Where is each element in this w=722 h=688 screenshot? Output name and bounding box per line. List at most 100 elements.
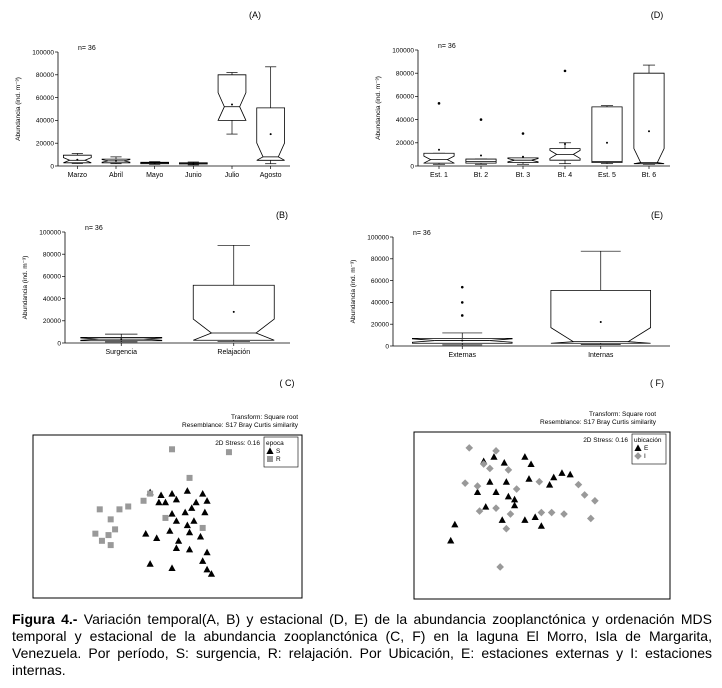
figure-4-charts: (A)n= 36020000400006000080000100000Abund… xyxy=(15,10,671,600)
mean-point xyxy=(231,103,233,106)
data-point-s xyxy=(199,557,207,564)
y-tick-label: 20000 xyxy=(396,140,414,147)
box-body xyxy=(217,74,247,121)
y-tick-label: 20000 xyxy=(43,318,61,325)
boxplot-panel-a: (A)n= 36020000400006000080000100000Abund… xyxy=(15,10,290,179)
data-point-r xyxy=(140,497,147,504)
mean-point xyxy=(599,321,602,324)
data-point-i xyxy=(465,444,474,452)
data-point-r xyxy=(98,537,105,544)
data-point-s xyxy=(196,532,205,540)
x-tick-label: Mayo xyxy=(146,172,163,179)
data-point-s xyxy=(181,508,189,516)
data-point-s xyxy=(168,564,176,571)
data-point-i xyxy=(486,464,494,473)
x-tick-label: Est. 1 xyxy=(430,172,448,179)
data-point-i xyxy=(492,447,500,455)
box-abril xyxy=(101,156,131,165)
stress-label: 2D Stress: 0.16 xyxy=(215,440,260,447)
data-point-s xyxy=(168,490,176,497)
data-point-i xyxy=(461,479,469,487)
y-tick-label: 60000 xyxy=(396,94,414,101)
data-point-i xyxy=(560,510,568,518)
legend-marker-i xyxy=(634,452,642,460)
y-tick-label: 80000 xyxy=(371,256,389,263)
data-point-i xyxy=(512,485,521,493)
panel-label: (E) xyxy=(651,210,663,220)
plot-frame xyxy=(413,431,671,600)
x-tick-label: Internas xyxy=(588,352,614,359)
data-point-e xyxy=(525,475,533,482)
x-tick-label: Julio xyxy=(225,172,240,179)
figure-caption-text: Variación temporal(A, B) y estacional (D… xyxy=(12,611,713,678)
box-julio xyxy=(217,72,247,135)
data-point-e xyxy=(531,513,539,520)
resemblance-label: Resemblance: S17 Bray Curtis similarity xyxy=(540,419,657,426)
box-est-5 xyxy=(591,105,623,165)
mean-point xyxy=(606,141,608,144)
data-point-s xyxy=(168,510,176,517)
legend-marker-e xyxy=(634,444,642,451)
x-tick-label: Surgencia xyxy=(105,349,137,356)
data-point-s xyxy=(153,534,161,541)
data-point-i xyxy=(535,477,544,486)
data-point-e xyxy=(502,478,510,485)
legend-label-s: S xyxy=(276,448,281,455)
data-point-s xyxy=(203,497,211,504)
legend-label-e: E xyxy=(644,445,649,452)
data-point-r xyxy=(107,516,114,523)
box-bt-6 xyxy=(633,64,665,165)
data-point-e xyxy=(527,460,535,468)
data-point-r xyxy=(116,506,123,513)
data-point-s xyxy=(207,570,216,577)
legend-title: epoca xyxy=(266,440,284,447)
legend-marker-s xyxy=(266,447,274,454)
box-est-1 xyxy=(423,102,455,165)
y-tick-label: 100000 xyxy=(367,234,389,241)
data-point-e xyxy=(546,481,554,488)
data-point-r xyxy=(107,542,114,549)
data-point-r xyxy=(96,506,103,513)
box-bt-2 xyxy=(465,118,497,165)
data-point-i xyxy=(547,508,556,517)
legend-label-i: I xyxy=(644,453,646,460)
y-tick-label: 40000 xyxy=(396,117,414,124)
data-point-e xyxy=(451,520,459,528)
y-tick-label: 0 xyxy=(50,163,54,170)
y-tick-label: 20000 xyxy=(371,322,389,329)
box-agosto xyxy=(256,66,285,165)
box-body xyxy=(550,290,652,344)
y-tick-label: 80000 xyxy=(36,72,54,79)
y-tick-label: 80000 xyxy=(43,252,61,259)
data-point-i xyxy=(580,491,589,499)
data-point-s xyxy=(201,508,209,516)
x-tick-label: Agosto xyxy=(260,172,282,179)
mean-point xyxy=(461,339,464,342)
data-point-r xyxy=(225,449,232,456)
mean-point xyxy=(232,310,235,313)
outlier-point xyxy=(460,314,464,317)
legend-label-r: R xyxy=(276,456,281,463)
box-body xyxy=(591,106,623,163)
data-point-s xyxy=(192,498,200,506)
box-junio xyxy=(179,161,208,166)
data-point-s xyxy=(174,537,183,544)
x-tick-label: Abril xyxy=(109,172,123,179)
box-mayo xyxy=(140,161,169,165)
y-axis-label: Abundancia (ind. m⁻³) xyxy=(15,77,22,141)
mean-point xyxy=(648,130,650,133)
panel-label: (D) xyxy=(651,10,664,20)
data-point-s xyxy=(188,504,196,511)
mean-point xyxy=(76,158,79,161)
transform-label: Transform: Square root xyxy=(231,414,298,421)
y-axis-label: Abundancia (ind. m⁻³) xyxy=(22,256,29,320)
figure-caption-label: Figura 4.- xyxy=(12,611,78,627)
outlier-point xyxy=(521,132,525,135)
panel-label: (B) xyxy=(276,210,288,220)
data-point-e xyxy=(473,488,482,495)
y-tick-label: 60000 xyxy=(43,274,61,281)
y-tick-label: 100000 xyxy=(39,229,61,236)
y-tick-label: 100000 xyxy=(32,49,54,56)
outlier-point xyxy=(563,69,567,73)
transform-label: Transform: Square root xyxy=(589,411,656,418)
